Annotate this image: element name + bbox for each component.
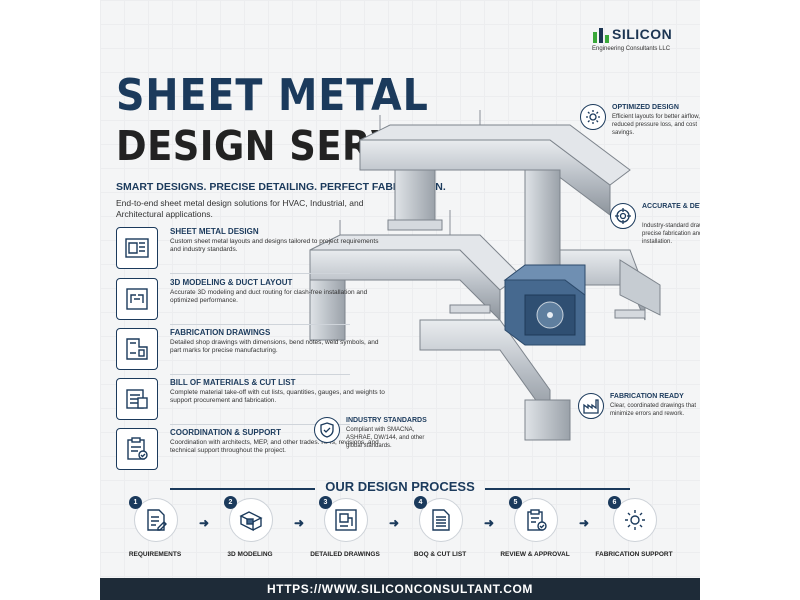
arrow-right-icon: ➜ (579, 516, 590, 530)
intro-text: End-to-end sheet metal design solutions … (116, 198, 364, 220)
list-icon (116, 378, 158, 420)
service-sheet-metal-design[interactable]: SHEET METAL DESIGN Custom sheet metal la… (116, 227, 386, 274)
clipboard-icon (116, 428, 158, 470)
brand-name: SILICON (612, 26, 673, 42)
service-title: SHEET METAL DESIGN (170, 227, 259, 236)
feature-desc: Clear, coordinated drawings that minimiz… (610, 403, 697, 417)
target-icon (610, 203, 636, 229)
brand-subtitle: Engineering Consultants LLC (592, 46, 671, 52)
process-title: OUR DESIGN PROCESS (325, 479, 475, 494)
service-desc: Detailed shop drawings with dimensions, … (170, 339, 379, 355)
background-grid (100, 0, 700, 600)
feature-desc: Efficient layouts for better airflow, re… (612, 114, 700, 136)
logo-mark-icon (593, 28, 609, 43)
step-label: DETAILED DRAWINGS (310, 551, 380, 558)
title-line-1: SHEET METAL (116, 70, 429, 121)
service-desc: Accurate 3D modeling and duct routing fo… (170, 289, 368, 305)
service-title: BILL OF MATERIALS & CUT LIST (170, 378, 296, 387)
clipboard-check-icon (514, 498, 558, 542)
factory-icon (578, 393, 604, 419)
service-title: FABRICATION DRAWINGS (170, 328, 271, 337)
footer-bar: HTTPS://WWW.SILICONCONSULTANT.COM (100, 578, 700, 600)
feature-title: ACCURATE & DETAILED (642, 203, 700, 210)
duct-3d-icon (229, 498, 273, 542)
drawing-icon (324, 498, 368, 542)
service-desc: Custom sheet metal layouts and designs t… (170, 238, 379, 254)
tagline: SMART DESIGNS. PRECISE DETAILING. PERFEC… (116, 181, 446, 193)
step-number: 4 (414, 496, 427, 509)
service-bill-of-materials[interactable]: BILL OF MATERIALS & CUT LIST Complete ma… (116, 378, 386, 425)
step-number: 3 (319, 496, 332, 509)
process-title-rule-left (170, 488, 315, 490)
feature-title: FABRICATION READY (610, 393, 684, 400)
service-desc: Complete material take-off with cut list… (170, 389, 385, 405)
step-label: REVIEW & APPROVAL (500, 551, 570, 558)
arrow-right-icon: ➜ (199, 516, 210, 530)
step-number: 2 (224, 496, 237, 509)
feature-desc: Compliant with SMACNA, ASHRAE, DW/144, a… (346, 427, 425, 449)
poster: SILICON Engineering Consultants LLC SHEE… (100, 0, 700, 600)
feature-title: INDUSTRY STANDARDS (346, 417, 427, 424)
arrow-right-icon: ➜ (484, 516, 495, 530)
divider (170, 273, 350, 274)
duct-system-illustration (309, 110, 661, 441)
website-link[interactable]: HTTPS://WWW.SILICONCONSULTANT.COM (267, 582, 533, 596)
arrow-right-icon: ➜ (294, 516, 305, 530)
divider (170, 424, 350, 425)
feature-title: OPTIMIZED DESIGN (612, 104, 679, 111)
service-title: 3D MODELING & DUCT LAYOUT (170, 278, 293, 287)
service-coordination-support[interactable]: COORDINATION & SUPPORT Coordination with… (116, 428, 386, 474)
gear-icon (580, 104, 606, 130)
duct-icon (116, 278, 158, 320)
service-title: COORDINATION & SUPPORT (170, 428, 281, 437)
step-label: 3D MODELING (227, 551, 273, 558)
step-label: REQUIREMENTS (128, 551, 182, 558)
step-label: FABRICATION SUPPORT (595, 551, 673, 558)
blueprint-icon (116, 227, 158, 269)
process-title-rule-right (485, 488, 630, 490)
step-label: BOQ & CUT LIST (413, 551, 467, 558)
service-fabrication-drawings[interactable]: FABRICATION DRAWINGS Detailed shop drawi… (116, 328, 386, 375)
drawing-icon (116, 328, 158, 370)
step-number: 1 (129, 496, 142, 509)
divider (170, 374, 350, 375)
arrow-right-icon: ➜ (389, 516, 400, 530)
feature-desc: Industry-standard drawings for precise f… (642, 223, 700, 245)
step-number: 5 (509, 496, 522, 509)
service-desc: Coordination with architects, MEP, and o… (170, 439, 379, 455)
shield-icon (314, 417, 340, 443)
divider (170, 324, 350, 325)
service-3d-modeling[interactable]: 3D MODELING & DUCT LAYOUT Accurate 3D mo… (116, 278, 386, 325)
step-number: 6 (608, 496, 621, 509)
